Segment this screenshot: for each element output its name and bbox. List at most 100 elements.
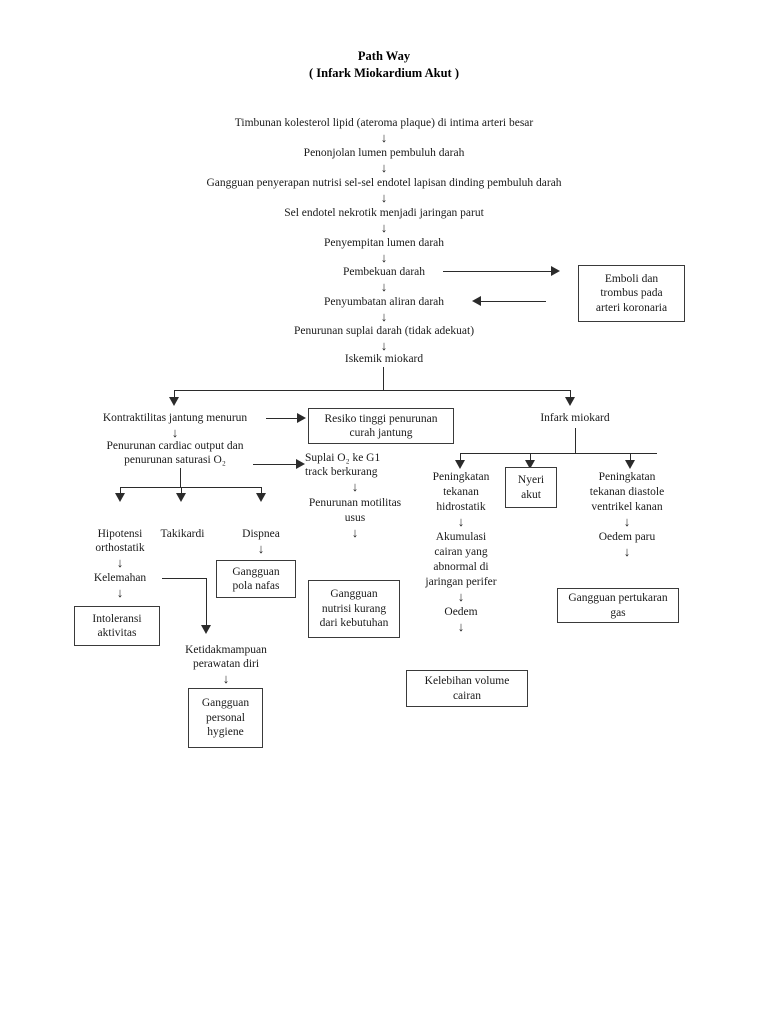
arrowhead-hipotensi [115,493,125,502]
page-title-line1: Path Way [357,49,411,63]
arrowhead-ketidakmampuan [201,625,211,634]
node-iskemik: Iskemik miokard [344,353,424,365]
box-nyeri-line2: akut [521,488,541,501]
box-nyeri-line1: Nyeri [517,474,545,486]
box-pertukaran-line1: Gangguan pertukaran [568,592,668,604]
box-hygiene-line1: Gangguan [201,697,250,710]
node-pembekuan: Pembekuan darah [342,266,426,278]
iskemik-right-drop [570,390,571,399]
connector-kelemahan-elbow-h [162,578,206,579]
node-akumulasi-line1: Akumulasi [435,531,487,543]
node-sel-endotel: Sel endotel nekrotik menjadi jaringan pa… [284,207,484,219]
box-gangguan-nutrisi-kurang[interactable]: Gangguan nutrisi kurang dari kebutuhan [308,580,400,638]
arrowhead-dispnea [256,493,266,502]
node-akumulasi-line4: jaringan perifer [425,576,497,588]
iskemik-stem [383,367,384,390]
page-title-line2: ( Infark Miokardium Akut ) [308,66,460,80]
arrow-down-suplai-o2: ↓ [351,479,359,494]
iskemik-left-drop [174,390,175,399]
arrowhead-to-emboli [551,266,560,276]
co-stem [180,468,181,487]
infark-drop-nyeri [530,453,531,462]
box-emboli-trombus[interactable]: Emboli dan trombus pada arteri koronaria [578,265,685,322]
node-akumulasi-line2: cairan yang [434,546,488,558]
box-intoleransi-line2: aktivitas [97,627,137,639]
node-akumulasi-line3: abnormal di [433,561,489,573]
node-penurunan-suplai: Penurunan suplai darah (tidak adekuat) [293,325,475,337]
node-penurunan-motilitas-line2: usus [344,512,366,524]
box-nutrisi-line2: nutrisi kurang [321,602,387,615]
arrow-down-6: ↓ [380,279,388,294]
box-kelebihan-line1: Kelebihan volume [424,675,510,687]
arrow-down-ketidakmampuan: ↓ [222,671,230,686]
box-emboli-line2: trombus pada [600,287,663,300]
box-hygiene-line3: hygiene [207,726,244,739]
arrow-down-oedem-paru: ↓ [623,544,631,559]
node-dispnea: Dispnea [242,528,280,540]
connector-kontraktilitas-to-resiko [266,418,299,419]
arrowhead-to-penyumbatan [472,296,481,306]
box-gangguan-pola-nafas[interactable]: Gangguan pola nafas [216,560,296,598]
box-gangguan-pertukaran-gas[interactable]: Gangguan pertukaran gas [557,588,679,623]
connector-co-to-suplai [253,464,298,465]
infark-stem [575,428,576,453]
arrow-down-3: ↓ [380,190,388,205]
node-peningkatan-hidrostatik-line2: tekanan [443,486,479,498]
arrow-down-hipotensi: ↓ [116,555,124,570]
box-pola-nafas-line2: pola nafas [232,580,280,592]
co-horizontal-bus [120,487,262,488]
box-kelebihan-line2: cairan [452,689,482,702]
node-penurunan-cardiac-output-line2: penurunan saturasi O₂ [124,454,226,466]
node-penurunan-cardiac-output-line1: Penurunan cardiac output dan [106,440,244,452]
box-pertukaran-line2: gas [610,606,626,619]
arrow-down-5: ↓ [380,250,388,265]
arrow-down-diastole: ↓ [623,514,631,529]
box-resiko-line2: curah jantung [349,427,413,439]
co-drop-hipotensi [120,487,121,495]
arrowhead-to-resiko-tinggi [297,413,306,423]
node-peningkatan-diastole-line1: Peningkatan [598,471,656,483]
box-intoleransi-line1: Intoleransi [92,612,142,625]
arrowhead-peningkatan-diastole [625,460,635,469]
infark-drop-diastole [630,453,631,462]
node-peningkatan-diastole-line3: ventrikel kanan [591,501,663,513]
box-intoleransi-aktivitas[interactable]: Intoleransi aktivitas [74,606,160,646]
node-gangguan-penyerapan: Gangguan penyerapan nutrisi sel-sel endo… [206,177,562,189]
box-nyeri-akut[interactable]: Nyeri akut [505,467,557,508]
node-peningkatan-hidrostatik-line1: Peningkatan [432,471,490,483]
arrow-down-motilitas: ↓ [351,525,359,540]
node-penyumbatan: Penyumbatan aliran darah [323,296,445,308]
connector-emboli-to-penyumbatan [481,301,546,302]
infark-horizontal-bus [460,453,657,454]
box-kelebihan-volume-cairan[interactable]: Kelebihan volume cairan [406,670,528,707]
node-hipotensi-line1: Hipotensi [97,528,143,540]
infark-drop-hidrostatik [460,453,461,462]
box-resiko-line1: Resiko tinggi penurunan [324,412,438,425]
arrowhead-nyeri-akut [525,460,535,469]
node-peningkatan-hidrostatik-line3: hidrostatik [436,501,486,513]
arrowhead-iskemik-left [169,397,179,406]
node-penurunan-motilitas-line1: Penurunan motilitas [308,497,402,509]
arrowhead-peningkatan-hidrostatik [455,460,465,469]
node-penyempitan: Penyempitan lumen darah [323,237,445,249]
node-peningkatan-diastole-line2: tekanan diastole [589,486,665,498]
node-infark-miokard: Infark miokard [540,412,610,424]
box-resiko-tinggi-penurunan-curah-jantung[interactable]: Resiko tinggi penurunan curah jantung [308,408,454,444]
arrow-down-oedem: ↓ [457,619,465,634]
node-hipotensi-line2: orthostatik [95,542,145,554]
arrow-down-hidrostatik: ↓ [457,514,465,529]
node-timbunan: Timbunan kolesterol lipid (ateroma plaqu… [234,117,534,129]
connector-pembekuan-to-emboli [443,271,553,272]
node-suplai-o2-line2: track berkurang [305,466,378,478]
arrowhead-iskemik-right [565,397,575,406]
box-emboli-line1: Emboli dan [604,272,659,285]
arrow-down-1: ↓ [380,130,388,145]
box-pola-nafas-line1: Gangguan [232,565,280,578]
co-drop-takikardi [181,487,182,495]
arrow-down-4: ↓ [380,220,388,235]
node-penonjolan: Penonjolan lumen pembuluh darah [303,147,465,159]
box-gangguan-personal-hygiene[interactable]: Gangguan personal hygiene [188,688,263,748]
node-ketidakmampuan-line1: Ketidakmampuan [185,644,267,656]
arrow-down-7: ↓ [380,309,388,324]
